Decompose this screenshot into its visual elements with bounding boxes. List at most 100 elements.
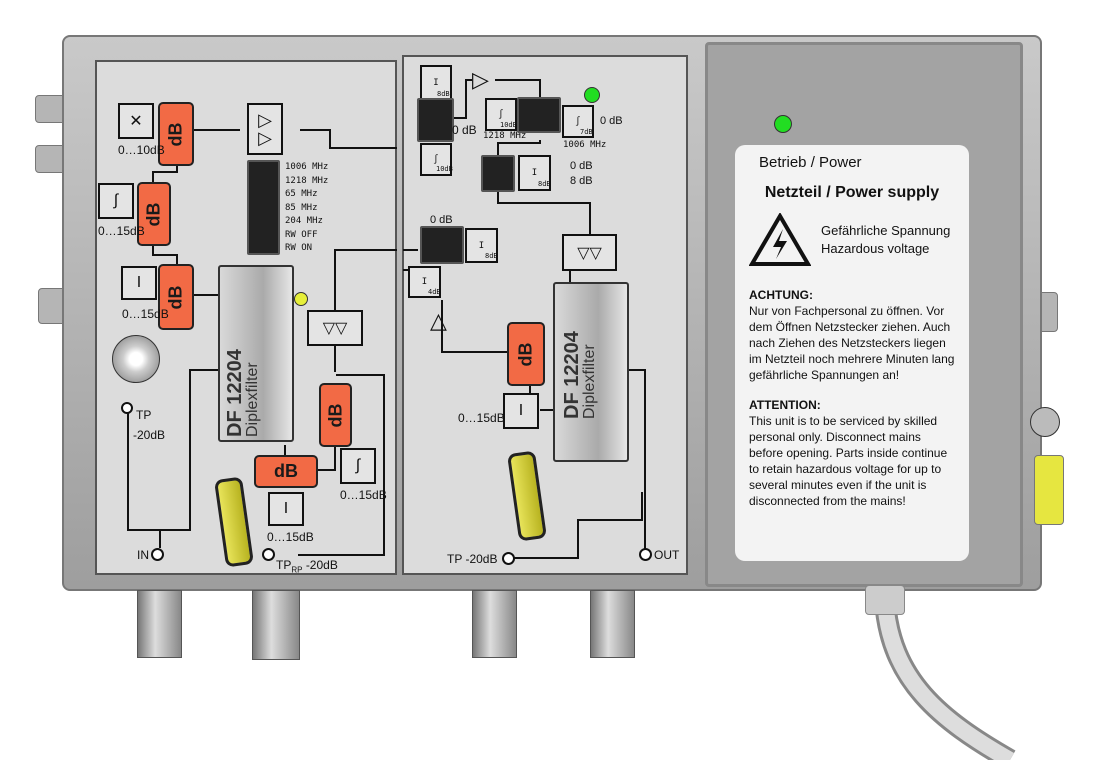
att-range-label: 0…15dB <box>267 530 314 544</box>
slope-icon: ∫ <box>562 105 594 138</box>
tp-level-label: -20dB <box>133 428 166 442</box>
jumper-0db-label: 0 dB <box>430 214 453 226</box>
attenuator-icon: I <box>121 266 157 300</box>
jumper-2[interactable] <box>517 97 561 133</box>
frequency-jumper[interactable] <box>247 160 280 255</box>
attention-heading: ATTENTION: <box>749 398 821 412</box>
achtung-heading: ACHTUNG: <box>749 288 813 302</box>
amplifier-icon: ▷▷ <box>247 103 283 155</box>
jumper-0db-label: 0 dB <box>600 115 623 127</box>
freq-option: RW OFF <box>285 229 318 240</box>
freq-option: 1006 MHz <box>285 162 329 172</box>
amplifier-triangle-icon: ▷ <box>472 67 489 92</box>
jumper-8db-label: 8 dB <box>570 175 593 187</box>
slope-value: 10dB <box>436 165 453 173</box>
att-range-label: 0…15dB <box>458 411 505 425</box>
ground-screw-icon <box>1030 407 1060 437</box>
high-voltage-warning-icon <box>749 213 811 266</box>
power-label: Betrieb / Power <box>759 154 862 171</box>
slope-value: 10dB <box>500 121 517 129</box>
jumper-4[interactable] <box>420 226 464 264</box>
attenuator-tilt-icon: ✕ <box>118 103 154 139</box>
tp-point-icon <box>502 552 515 565</box>
status-led-yellow <box>294 292 308 306</box>
slope-freq-label: 1006 MHz <box>563 140 607 150</box>
att-value: 8dB <box>485 252 498 260</box>
frequency-list: 1006 MHz 1218 MHz 65 MHz 85 MHz 204 MHz … <box>285 161 328 256</box>
db-label: dB <box>274 461 298 481</box>
att-range-label: 0…15dB <box>122 307 169 321</box>
tprp-text: TP <box>276 558 292 572</box>
slope-value: 7dB <box>580 128 593 136</box>
amplifier-icon: ▽▽ <box>307 310 363 346</box>
db-plugin-4[interactable]: dB <box>319 383 352 447</box>
tp-label: TP -20dB <box>447 552 498 566</box>
slope-icon: ∫ <box>340 448 376 484</box>
warning-de: Gefährliche Spannung <box>821 223 951 238</box>
amplifier-icon: ▽▽ <box>562 234 617 271</box>
attenuator-icon: I <box>465 228 498 263</box>
attenuator-icon: I <box>503 393 539 429</box>
att-range-label: 0…10dB <box>118 143 165 157</box>
freq-option: 1218 MHz <box>285 175 329 186</box>
freq-option: RW ON <box>285 243 313 253</box>
ground-cable-lug <box>1034 455 1064 525</box>
tp-point-icon <box>121 402 133 414</box>
cable-gland <box>865 585 905 615</box>
slope-icon: ∫ <box>485 98 517 131</box>
tp-connector-f-socket[interactable] <box>112 335 160 383</box>
jumper-1[interactable] <box>417 98 454 142</box>
in-label: IN <box>137 548 149 562</box>
freq-option: 65 MHz <box>285 189 318 199</box>
db-plugin-5[interactable]: dB <box>254 455 318 488</box>
connector-out[interactable] <box>590 590 635 658</box>
db-plugin-2[interactable]: dB <box>137 182 171 246</box>
tprp-sub: RP <box>291 565 303 575</box>
db-plugin-6[interactable]: dB <box>507 322 545 386</box>
slope-range-label: 0…15dB <box>340 488 387 502</box>
tprp-label: TPRP -20dB <box>276 558 338 574</box>
warning-en: Hazardous voltage <box>821 241 930 256</box>
att-value: 8dB <box>437 90 450 98</box>
filter-name: Diplexfilter <box>581 344 598 419</box>
power-led <box>774 115 792 133</box>
status-led-green <box>584 87 600 103</box>
attenuator-icon: I <box>408 266 441 298</box>
slope-icon: ∫ <box>98 183 134 219</box>
db-label: dB <box>515 342 536 366</box>
attenuator-icon: I <box>518 155 551 191</box>
psu-title: Netzteil / Power supply <box>764 184 940 201</box>
connector-tprp[interactable] <box>252 590 300 660</box>
attention-text: This unit is to be serviced by skilled p… <box>749 414 948 508</box>
slope-icon: ∫ <box>420 143 452 176</box>
hazard-row: Gefährliche Spannung Hazardous voltage <box>749 213 955 267</box>
diplex-filter-middle[interactable]: DF 12204 Diplexfilter <box>553 282 629 462</box>
freq-option: 85 MHz <box>285 202 318 213</box>
tp-label: TP <box>136 408 152 422</box>
ground-terminal[interactable] <box>1022 395 1067 530</box>
connector-in[interactable] <box>137 590 182 658</box>
diplex-filter-left[interactable]: DF 12204 Diplexfilter <box>218 265 294 442</box>
jumper-3[interactable] <box>481 155 515 192</box>
db-plugin-1[interactable]: dB <box>158 102 194 166</box>
slope-freq-label: 1218 MHz <box>483 131 527 141</box>
attenuator-icon: I <box>268 492 304 526</box>
tprp-level: -20dB <box>305 558 338 572</box>
jumper-0db-label: 0 dB <box>570 160 593 172</box>
jumper-0db-label: 0 dB <box>452 123 477 137</box>
freq-option: 204 MHz <box>285 216 323 226</box>
out-label: OUT <box>654 548 680 562</box>
amplifier-triangle-icon: △ <box>430 308 447 333</box>
power-supply-warning-label: Betrieb / Power Netzteil / Power supply … <box>735 145 969 561</box>
db-plugin-3[interactable]: dB <box>158 264 194 330</box>
att-value: 4dB <box>428 288 441 296</box>
connector-tp[interactable] <box>472 590 517 658</box>
achtung-text: Nur von Fachpersonal zu öffnen. Vor dem … <box>749 304 955 382</box>
out-point-icon <box>639 548 652 561</box>
slope-range-label: 0…15dB <box>98 224 145 238</box>
tprp-point-icon <box>262 548 275 561</box>
att-value: 8dB <box>538 180 551 188</box>
